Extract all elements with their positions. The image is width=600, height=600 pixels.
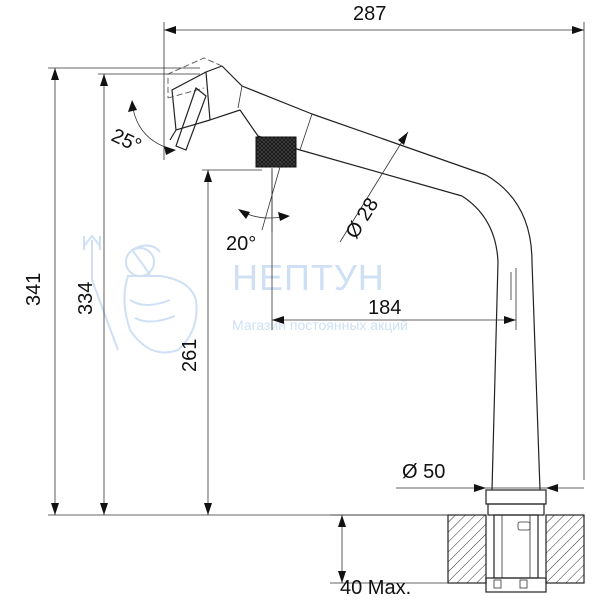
- dim-angle-outlet: 20°: [226, 233, 256, 255]
- dim-base-diameter: Ø 50: [402, 461, 445, 483]
- faucet-body: [167, 57, 547, 593]
- dim-height-spout: 334: [75, 282, 97, 315]
- dim-height-total: 341: [23, 273, 45, 306]
- watermark-subtitle: Магазин постоянных акций: [232, 317, 408, 333]
- dim-width-total: 287: [353, 3, 386, 25]
- dim-body-diameter: Ø 28: [342, 194, 384, 242]
- dimension-lines: [48, 22, 585, 584]
- dim-reach: 184: [368, 297, 401, 319]
- dim-max-thickness: 40 Max.: [340, 577, 411, 599]
- dim-angle-head: 25°: [108, 125, 145, 158]
- dim-height-outlet: 261: [179, 339, 201, 372]
- watermark-title: НЕПТУН: [232, 257, 385, 298]
- neptune-logo-icon: [83, 234, 198, 354]
- countertop-section: [447, 514, 585, 584]
